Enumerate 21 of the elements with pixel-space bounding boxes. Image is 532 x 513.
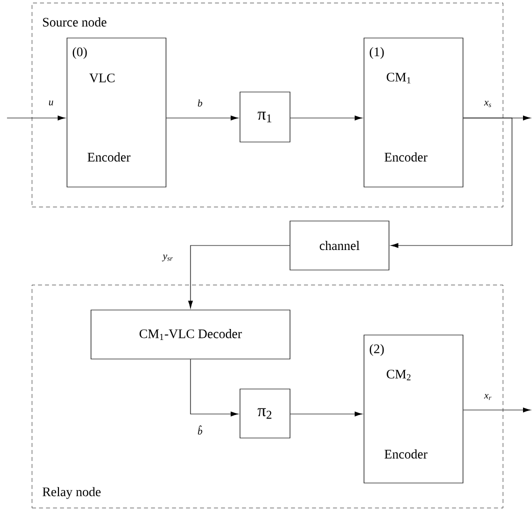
encoder-box: (0) VLC Encoder [66,38,166,188]
arrow [6,116,66,120]
process-box: CM$_{1}$-VLC Decoder [90,310,290,360]
arrow [190,359,238,416]
encoder-box: (2) CM$_{2}$ Encoder [364,334,464,484]
process-box: π$_{1}$ [240,92,290,142]
arrow [188,245,290,308]
process-box: channel [290,220,390,270]
edge-label: x$_{r}$ [484,394,492,400]
edge-label: b [198,99,202,106]
edge-label: u [49,100,54,106]
arrow [290,412,362,416]
process-box: π$_{2}$ [240,388,290,438]
arrow [290,116,362,120]
arrow [166,116,238,120]
edge-label: x$_{s}$ [484,100,492,108]
arrow [390,118,512,248]
edge-label: y$_{sr}$ [162,254,173,262]
encoder-box: (1) CM$_{1}$ Encoder [364,38,464,188]
arrow [463,408,531,412]
edge-label: b̂ [198,425,202,434]
